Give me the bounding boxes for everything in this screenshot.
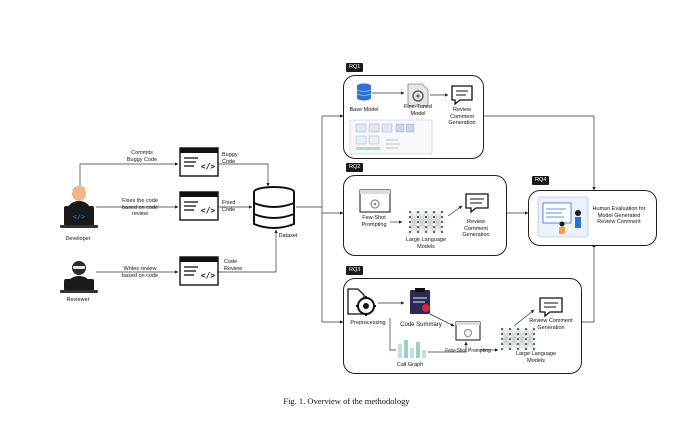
svg-text:</>: </> [73,213,86,221]
developer-icon: </> [60,186,98,228]
reviewer-label: Reviewer [66,297,90,303]
buggy-code-label: Buggy Code [222,152,238,165]
fixes-label: Fixes the code based on code review [121,198,159,217]
rq3-tag: RQ3 [346,266,364,275]
dataset-label: Dataset [278,233,298,239]
database-icon [253,186,295,229]
rq3-code-summary-label: Code Summary [400,322,442,328]
svg-text:</>: </> [201,271,216,280]
rq1-fine-tuned-label: Fine-Tuned Model [404,104,432,117]
rq2-few-shot-label: Few-Shot Prompting [361,215,387,228]
rq1-output-label: Review Comment Generation [448,107,476,126]
writes-review-label: Writes review based on code [121,266,159,279]
svg-text:</>: </> [201,206,216,215]
developer-label: Developer [65,236,91,242]
fixed-code-label: Fixed Code [222,200,236,213]
buggy-code-window-icon: </> [179,147,219,177]
rq3-call-graph-label: Call Graph [396,362,424,368]
rq3-output-label: Review Comment Generation [529,318,573,331]
commits-label: Commits Buggy Code [126,150,158,163]
code-review-window-icon: </> [179,256,219,286]
rq1-tag: RQ1 [346,63,364,72]
rq1-base-model-label: Base Model [349,107,379,113]
rq2-llm-label: Large Language Models [405,237,447,250]
rq3-preprocessing-label: Preprocessing [350,320,386,326]
rq4-tag: RQ4 [532,176,550,185]
figure-caption: Fig. 1. Overview of the methodology [283,396,410,406]
fixed-code-window-icon: </> [179,191,219,221]
svg-text:</>: </> [201,162,216,171]
rq2-output-label: Review Comment Generation [462,219,490,238]
rq3-few-shot-label: Few-Shot Prompting [445,348,491,354]
rq2-tag: RQ2 [346,163,364,172]
reviewer-icon [60,261,98,293]
rq3-llm-label: Large Language Models [515,351,557,364]
code-review-label: Code Review [224,259,243,272]
rq4-text: Human Evaluation for Model Generated Rev… [592,206,646,225]
